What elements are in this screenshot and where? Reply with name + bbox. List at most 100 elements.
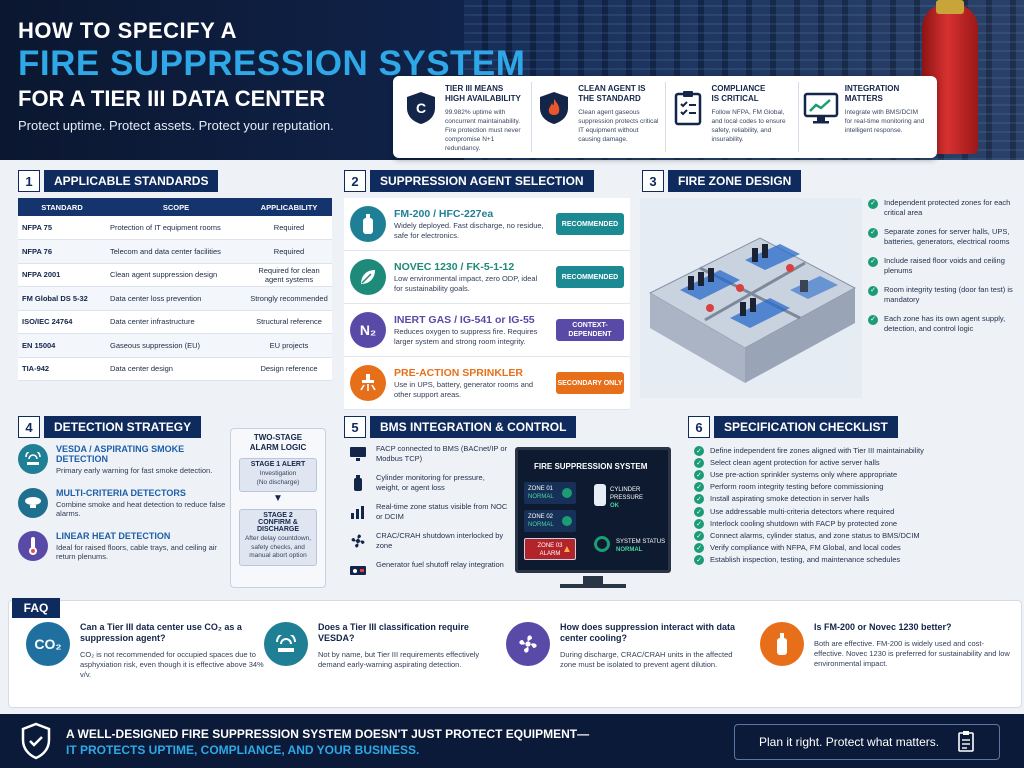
col-applicability: APPLICABILITY bbox=[246, 198, 332, 216]
footer-line-2: IT PROTECTS UPTIME, COMPLIANCE, AND YOUR… bbox=[66, 743, 420, 757]
arrow-down-icon: ▼ bbox=[273, 493, 283, 504]
detection-text: Primary early warning for fast smoke det… bbox=[56, 466, 213, 475]
clipboard-check-icon bbox=[670, 90, 706, 126]
svg-text:C: C bbox=[416, 100, 426, 116]
cylinder-icon bbox=[760, 622, 804, 666]
monitor-title: FIRE SUPPRESSION SYSTEM bbox=[534, 462, 648, 471]
faq-item-co2: CO₂ Can a Tier III data center use CO₂ a… bbox=[26, 622, 266, 680]
detection-multi-criteria: MULTI-CRITERIA DETECTORS Combine smoke a… bbox=[18, 487, 228, 519]
agent-badge: SECONDARY ONLY bbox=[556, 372, 624, 394]
agent-badge: CONTEXT-DEPENDENT bbox=[556, 319, 624, 341]
bar-chart-icon bbox=[348, 502, 368, 522]
list-item: ✓Separate zones for server halls, UPS, b… bbox=[868, 227, 1018, 247]
check-icon: ✓ bbox=[694, 506, 704, 517]
zone-design-list: ✓Independent protected zones for each cr… bbox=[868, 198, 1018, 343]
fire-zone-isometric-image bbox=[640, 198, 862, 398]
smoke-detector-icon bbox=[18, 444, 48, 474]
detection-title: LINEAR HEAT DETECTION bbox=[56, 530, 171, 541]
detection-title: MULTI-CRITERIA DETECTORS bbox=[56, 487, 186, 498]
monitor-base bbox=[560, 584, 626, 588]
check-icon: ✓ bbox=[868, 199, 878, 209]
section-2-heading: 2 SUPPRESSION AGENT SELECTION bbox=[344, 170, 594, 192]
title-line-3: FOR A TIER III DATA CENTER bbox=[18, 86, 326, 111]
footer-cta-text: Plan it right. Protect what matters. bbox=[759, 735, 940, 749]
checklist-item: ✓Install aspirating smoke detection in s… bbox=[694, 493, 1020, 505]
thermometer-icon bbox=[18, 530, 48, 561]
col-scope: SCOPE bbox=[106, 198, 246, 216]
faq-answer: Not by name, but Tier III requirements e… bbox=[318, 650, 480, 669]
checklist-item: ✓Connect alarms, cylinder status, and zo… bbox=[694, 529, 1020, 541]
checklist-item: ✓Use addressable multi-criteria detector… bbox=[694, 505, 1020, 517]
flame-shield-icon bbox=[536, 90, 572, 126]
checklist-item: ✓Establish inspection, testing, and main… bbox=[694, 554, 1020, 566]
footer-banner: A WELL-DESIGNED FIRE SUPPRESSION SYSTEM … bbox=[0, 714, 1024, 768]
agent-inert-gas: N₂ INERT GAS / IG-541 or IG-55 Reduces o… bbox=[344, 304, 630, 357]
list-item: ✓Each zone has its own agent supply, det… bbox=[868, 314, 1018, 334]
monitor-icon bbox=[348, 444, 368, 464]
monitor-chart-icon bbox=[803, 90, 839, 126]
check-icon: ✓ bbox=[694, 482, 704, 493]
agent-desc: Low environmental impact, zero ODP, idea… bbox=[394, 274, 538, 293]
cylinder-valve bbox=[936, 0, 964, 14]
list-item: ✓Independent protected zones for each cr… bbox=[868, 198, 1018, 218]
faq-item-vesda: Does a Tier III classification require V… bbox=[264, 622, 504, 670]
checklist-item: ✓Define independent fire zones aligned w… bbox=[694, 444, 1020, 456]
detection-title: VESDA / ASPIRATING SMOKE DETECTION bbox=[56, 444, 185, 464]
list-item: Generator fuel shutoff relay integration bbox=[348, 560, 508, 580]
faq-answer: During discharge, CRAC/CRAH units in the… bbox=[560, 650, 733, 669]
check-icon: ✓ bbox=[694, 457, 704, 468]
list-item: FACP connected to BMS (BACnet/IP or Modb… bbox=[348, 444, 508, 464]
checklist-item: ✓Verify compliance with NFPA, FM Global,… bbox=[694, 542, 1020, 554]
shield-c-icon: C bbox=[403, 90, 439, 126]
stage-1-box: STAGE 1 ALERT Investigation(No discharge… bbox=[239, 458, 317, 492]
check-icon: ✓ bbox=[694, 555, 704, 566]
generator-icon bbox=[348, 560, 368, 580]
card-text: Integrate with BMS/DCIM for real-time mo… bbox=[844, 109, 925, 134]
agent-desc: Use in UPS, battery, generator rooms and… bbox=[394, 380, 534, 399]
cylinder-icon bbox=[594, 484, 606, 506]
list-item: ✓Include raised floor voids and ceiling … bbox=[868, 256, 1018, 276]
list-item: Cylinder monitoring for pressure, weight… bbox=[348, 473, 508, 493]
specification-checklist: ✓Define independent fire zones aligned w… bbox=[694, 444, 1020, 566]
card-text: Follow NFPA, FM Global, and local codes … bbox=[711, 109, 786, 143]
faq-question: Does a Tier III classification require V… bbox=[318, 622, 469, 643]
checklist-icon bbox=[957, 730, 975, 755]
cylinder-icon bbox=[348, 473, 368, 493]
detection-linear-heat: LINEAR HEAT DETECTION Ideal for raised f… bbox=[18, 530, 228, 562]
title-line-1: HOW TO SPECIFY A bbox=[18, 18, 238, 43]
agent-desc: Reduces oxygen to suppress fire. Require… bbox=[394, 327, 538, 346]
status-ring-icon bbox=[594, 536, 610, 552]
faq-answer: Both are effective. FM-200 is widely use… bbox=[814, 639, 1010, 668]
list-item: CRAC/CRAH shutdown interlocked by zone bbox=[348, 531, 508, 551]
flame-icon: ▲ bbox=[562, 544, 572, 555]
fan-icon bbox=[348, 531, 368, 551]
section-5-heading: 5 BMS INTEGRATION & CONTROL bbox=[344, 416, 577, 438]
card-text: 99.982% uptime with concurrent maintaina… bbox=[445, 109, 521, 152]
agent-name: FM-200 / HFC-227ea bbox=[394, 208, 494, 220]
agent-badge: RECOMMENDED bbox=[556, 213, 624, 235]
col-standard: STANDARD bbox=[18, 198, 106, 216]
check-icon: ✓ bbox=[868, 286, 878, 296]
faq-question: Can a Tier III data center use CO₂ as a … bbox=[80, 622, 242, 643]
check-icon: ✓ bbox=[694, 530, 704, 541]
section-1-heading: 1 APPLICABLE STANDARDS bbox=[18, 170, 219, 192]
check-icon: ✓ bbox=[694, 445, 704, 456]
checklist-item: ✓Perform room integrity testing before c… bbox=[694, 481, 1020, 493]
agent-name: PRE-ACTION SPRINKLER bbox=[394, 367, 523, 379]
footer-line-1: A WELL-DESIGNED FIRE SUPPRESSION SYSTEM … bbox=[66, 727, 590, 741]
checklist-item: ✓Interlock cooling shutdown with FACP by… bbox=[694, 517, 1020, 529]
section-4-heading: 4 DETECTION STRATEGY bbox=[18, 416, 202, 438]
